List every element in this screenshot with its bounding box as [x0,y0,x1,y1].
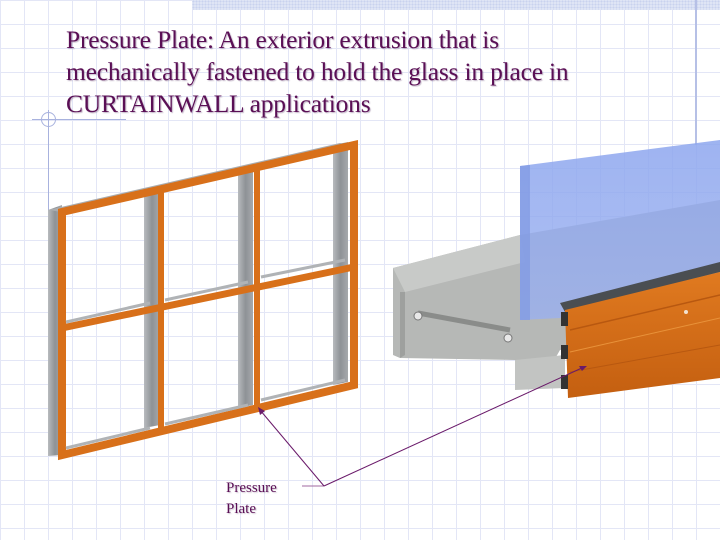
decorative-horizontal-line [32,119,126,120]
pressure-plate-callout-label: Pressure Plate [226,478,277,520]
callout-leader-lines [258,366,587,487]
title-line-2: mechanically fastened to hold the glass … [66,57,569,86]
title-line-3: CURTAINWALL applications [66,89,371,118]
decorative-circle-icon [41,112,56,127]
decorative-right-line [695,0,697,145]
title-line-1: Pressure Plate: An exterior extrusion th… [66,25,499,54]
decorative-vertical-line [48,110,49,300]
slide-title: Pressure Plate: An exterior extrusion th… [66,24,706,120]
curtainwall-frame [48,139,358,461]
callout-line-1: Pressure [226,480,277,496]
callout-line-2: Plate [226,501,256,517]
mullion-section [393,140,720,398]
top-banner [192,0,720,10]
